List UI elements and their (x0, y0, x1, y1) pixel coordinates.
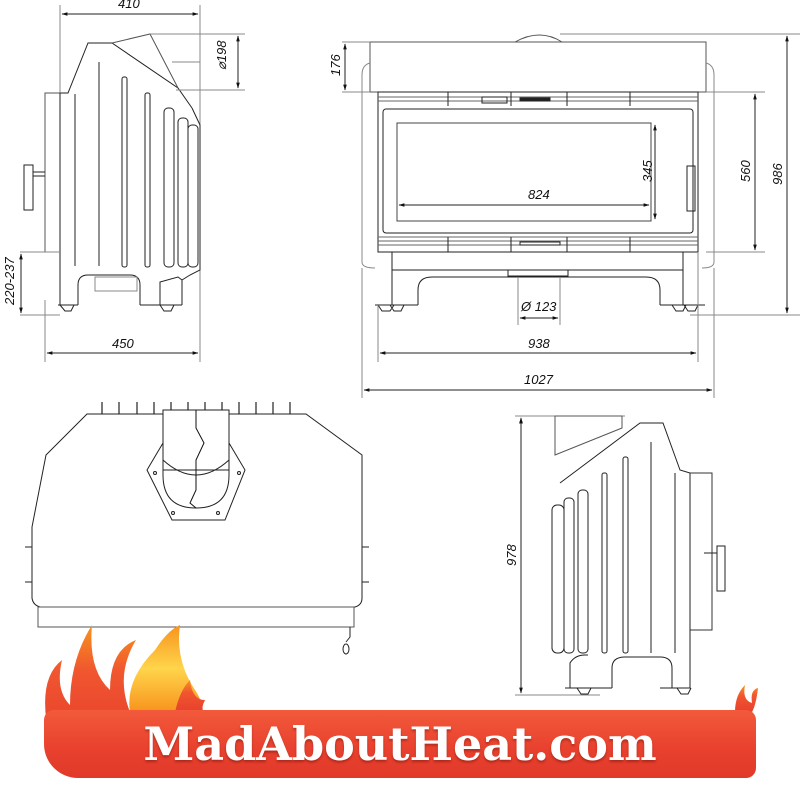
side-view-left (19, 5, 245, 362)
dim-824: 824 (528, 187, 550, 202)
dim-123: Ø 123 (520, 299, 557, 314)
dim-220-237: 220-237 (2, 257, 17, 306)
front-view (342, 33, 800, 398)
dim-345: 345 (640, 160, 655, 182)
dim-560: 560 (738, 160, 753, 182)
dim-938: 938 (528, 336, 550, 351)
side-view-right (515, 415, 726, 696)
dim-176: 176 (328, 54, 343, 76)
dim-978: 978 (504, 544, 519, 566)
dim-flue-198: ⌀198 (214, 40, 229, 70)
dim-450: 450 (112, 336, 134, 351)
madaboutheat-logo[interactable]: MadAboutHeat.com (44, 710, 756, 778)
logo-text: MadAboutHeat.com (143, 717, 657, 771)
dim-986: 986 (770, 163, 785, 185)
top-view (25, 402, 369, 655)
dim-1027: 1027 (524, 372, 554, 387)
dim-410: 410 (118, 0, 140, 11)
